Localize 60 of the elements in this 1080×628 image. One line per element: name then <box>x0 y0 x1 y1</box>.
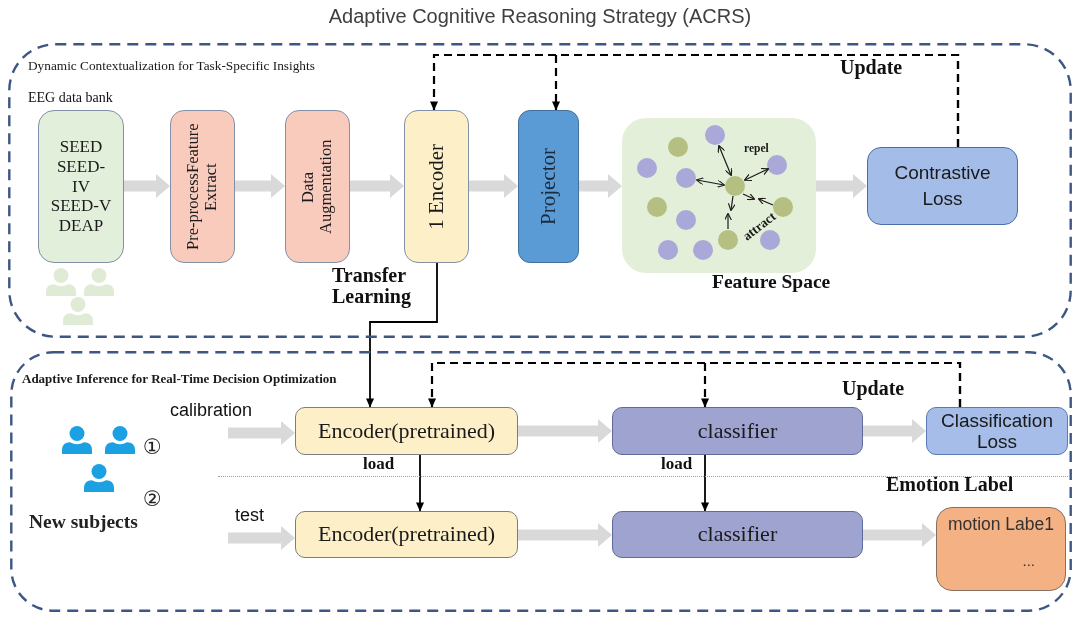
process-box <box>295 511 518 558</box>
step-label: Data Augmentation <box>299 138 336 236</box>
dashed-arrow <box>700 361 962 408</box>
process-box <box>926 407 1068 455</box>
process-box <box>295 407 518 455</box>
node-caption: Emotion Label <box>886 473 1014 495</box>
block-arrow <box>579 174 622 198</box>
step-label: Pre-processFeature Extract <box>184 122 221 252</box>
arrow <box>365 262 438 408</box>
block-arrow <box>863 523 936 547</box>
step-label: Encoder(pretrained) <box>317 417 496 445</box>
process-box <box>867 147 1018 225</box>
diagram-title: Adaptive Cognitive Reasoning Strategy (ACRS) <box>328 4 752 28</box>
process-box <box>170 110 235 263</box>
process-box <box>612 407 863 455</box>
dataset-box <box>38 110 124 263</box>
dashed-group-frame <box>10 351 1072 612</box>
arrow <box>700 454 710 512</box>
block-arrow <box>228 421 295 445</box>
arrow <box>415 454 425 512</box>
block-arrow <box>350 174 404 198</box>
block-arrow <box>235 174 285 198</box>
group-heading: Dynamic Contextualization for Task-Specific Insights <box>28 58 315 74</box>
process-box <box>612 511 863 558</box>
dataset-name: DEAP <box>58 216 104 237</box>
block-arrow <box>518 419 612 443</box>
node-caption: EEG data bank <box>28 90 113 106</box>
step-label: Encoder(pretrained) <box>317 521 496 548</box>
step-label: Classification Loss <box>940 409 1054 453</box>
process-box <box>404 110 469 263</box>
ellipsis-text: ... <box>1022 553 1035 568</box>
dataset-name: SEED-V <box>50 196 112 217</box>
block-arrow <box>863 419 926 443</box>
edge-label: Update <box>840 57 903 78</box>
group-caption: New subjects <box>29 512 138 532</box>
output-text: motion Labe1 <box>947 515 1055 535</box>
block-arrow <box>124 174 170 198</box>
dashed-group-frame <box>8 43 1072 338</box>
step-label: Projector <box>536 148 561 225</box>
output-box <box>936 507 1066 591</box>
step-label: 1 Encoder <box>424 143 449 230</box>
block-arrow <box>469 174 518 198</box>
feature-space-panel <box>622 118 816 273</box>
process-box <box>285 110 350 263</box>
block-arrow <box>816 174 867 198</box>
dataset-name: SEED-IV <box>55 156 107 197</box>
process-box <box>518 110 579 263</box>
dataset-name: SEED <box>59 136 103 157</box>
block-arrow <box>228 526 295 550</box>
node-caption: Feature Space <box>712 271 831 293</box>
circled-number: ② <box>143 489 162 510</box>
annotation-text: repel <box>744 143 769 155</box>
edge-label: Update <box>842 378 905 399</box>
group-heading: Adaptive Inference for Real-Time Decision Optimization <box>22 372 337 387</box>
step-label: Contrastive Loss <box>893 161 992 211</box>
step-label: classifier <box>697 417 778 445</box>
dashed-arrow <box>551 53 960 147</box>
circled-number: ① <box>143 437 162 458</box>
block-arrow <box>518 523 612 547</box>
step-label: classifier <box>697 521 778 548</box>
